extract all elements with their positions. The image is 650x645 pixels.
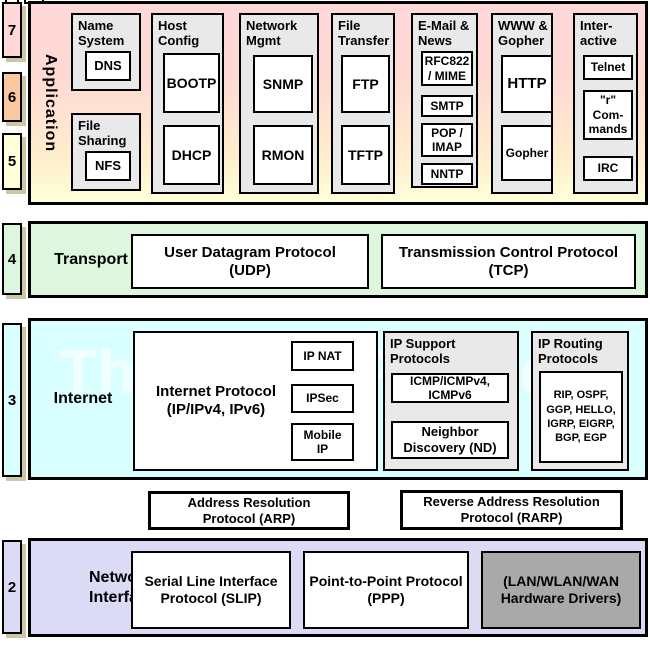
protocol-box-slip: Serial Line Interface Protocol (SLIP) xyxy=(131,551,291,629)
protocol-box-telnet: Telnet xyxy=(583,55,633,80)
protocol-box-ip-nat: IP NAT xyxy=(291,341,354,371)
protocol-box-icmp: ICMP/ICMPv4, ICMPv6 xyxy=(391,373,509,403)
group-title: File Transfer xyxy=(338,18,390,49)
osi-layer-5-badge: 5 xyxy=(2,133,22,190)
protocol-box-ftp: FTP xyxy=(341,55,390,113)
internet-layer-band: The TCP/IP Guide Internet Internet Proto… xyxy=(28,318,648,480)
group-network-mgmt: Network Mgmt SNMP RMON xyxy=(239,13,319,194)
protocol-box-routing-list: RIP, OSPF, GGP, HELLO, IGRP, EIGRP, BGP,… xyxy=(539,371,623,463)
protocol-box-tcp: Transmission Control Protocol (TCP) xyxy=(381,234,636,289)
group-title: Network Mgmt xyxy=(246,18,298,49)
protocol-box-http: HTTP xyxy=(501,55,553,113)
group-title: E-Mail & News xyxy=(418,18,470,49)
protocol-box-mobile-ip: Mobile IP xyxy=(291,423,354,461)
group-host-config: Host Config BOOTP DHCP xyxy=(151,13,224,194)
osi-layer-2-badge: 2 xyxy=(2,540,22,634)
group-title: Inter- active xyxy=(580,18,617,49)
ip-label: Internet Protocol (IP/IPv4, IPv6) xyxy=(155,383,276,418)
protocol-box-ip: Internet Protocol (IP/IPv4, IPv6) IP NAT… xyxy=(133,331,378,471)
protocol-box-rarp: Reverse Address Resolution Protocol (RAR… xyxy=(400,490,623,530)
group-title: IP Support Protocols xyxy=(390,336,456,367)
protocol-box-r-commands: "r" Com- mands xyxy=(583,90,633,140)
protocol-box-ipsec: IPSec xyxy=(291,384,354,413)
protocol-box-bootp: BOOTP xyxy=(163,53,220,113)
osi-layer-6-badge: 6 xyxy=(2,72,22,122)
protocol-box-udp: User Datagram Protocol (UDP) xyxy=(131,234,369,289)
protocol-box-dhcp: DHCP xyxy=(163,125,220,185)
protocol-box-tftp: TFTP xyxy=(341,125,390,185)
group-title: File Sharing xyxy=(78,118,127,149)
protocol-box-gopher: Gopher xyxy=(501,125,553,181)
group-title: WWW & Gopher xyxy=(498,18,548,49)
protocol-box-pop-imap: POP / IMAP xyxy=(421,123,473,157)
osi-layer-4-badge: 4 xyxy=(2,223,22,295)
group-file-sharing: File Sharing NFS xyxy=(71,113,141,191)
internet-layer-label: Internet xyxy=(53,390,113,408)
group-ip-routing-protocols: IP Routing Protocols RIP, OSPF, GGP, HEL… xyxy=(531,331,629,471)
protocol-box-nfs: NFS xyxy=(85,151,131,181)
protocol-box-rmon: RMON xyxy=(253,125,313,185)
protocol-box-nntp: NNTP xyxy=(421,163,473,185)
protocol-box-dns: DNS xyxy=(85,51,131,81)
transport-layer-band: Transport User Datagram Protocol (UDP) T… xyxy=(28,221,648,298)
protocol-box-rfc822-mime: RFC822 / MIME xyxy=(421,51,473,86)
network-interface-layer-band: Network Interface Serial Line Interface … xyxy=(28,538,648,637)
protocol-box-hardware-drivers: (LAN/WLAN/WAN Hardware Drivers) xyxy=(481,551,641,629)
protocol-box-neighbor-discovery: Neighbor Discovery (ND) xyxy=(391,421,509,459)
osi-layer-7-badge: 7 xyxy=(2,2,22,58)
group-www-gopher: WWW & Gopher HTTP Gopher xyxy=(491,13,553,194)
group-name-system: Name System DNS xyxy=(71,13,141,91)
osi-layer-3-badge: 3 xyxy=(2,323,22,477)
protocol-box-ppp: Point-to-Point Protocol (PPP) xyxy=(303,551,469,629)
group-email-news: E-Mail & News RFC822 / MIME SMTP POP / I… xyxy=(411,13,478,188)
transport-layer-label: Transport xyxy=(54,250,128,268)
protocol-box-smtp: SMTP xyxy=(421,95,473,117)
group-title: Host Config xyxy=(158,18,200,49)
application-layer-label: Application xyxy=(42,53,59,153)
group-ip-support-protocols: IP Support Protocols ICMP/ICMPv4, ICMPv6… xyxy=(383,331,519,471)
group-title: IP Routing Protocols xyxy=(538,336,603,367)
group-file-transfer: File Transfer FTP TFTP xyxy=(331,13,395,194)
protocol-box-snmp: SNMP xyxy=(253,55,313,113)
group-interactive: Inter- active Telnet "r" Com- mands IRC xyxy=(573,13,638,194)
group-title: Name System xyxy=(78,18,125,49)
protocol-box-arp: Address Resolution Protocol (ARP) xyxy=(148,491,350,530)
protocol-box-irc: IRC xyxy=(583,156,633,181)
application-layer-band: Application Name System DNS File Sharing… xyxy=(28,1,648,205)
